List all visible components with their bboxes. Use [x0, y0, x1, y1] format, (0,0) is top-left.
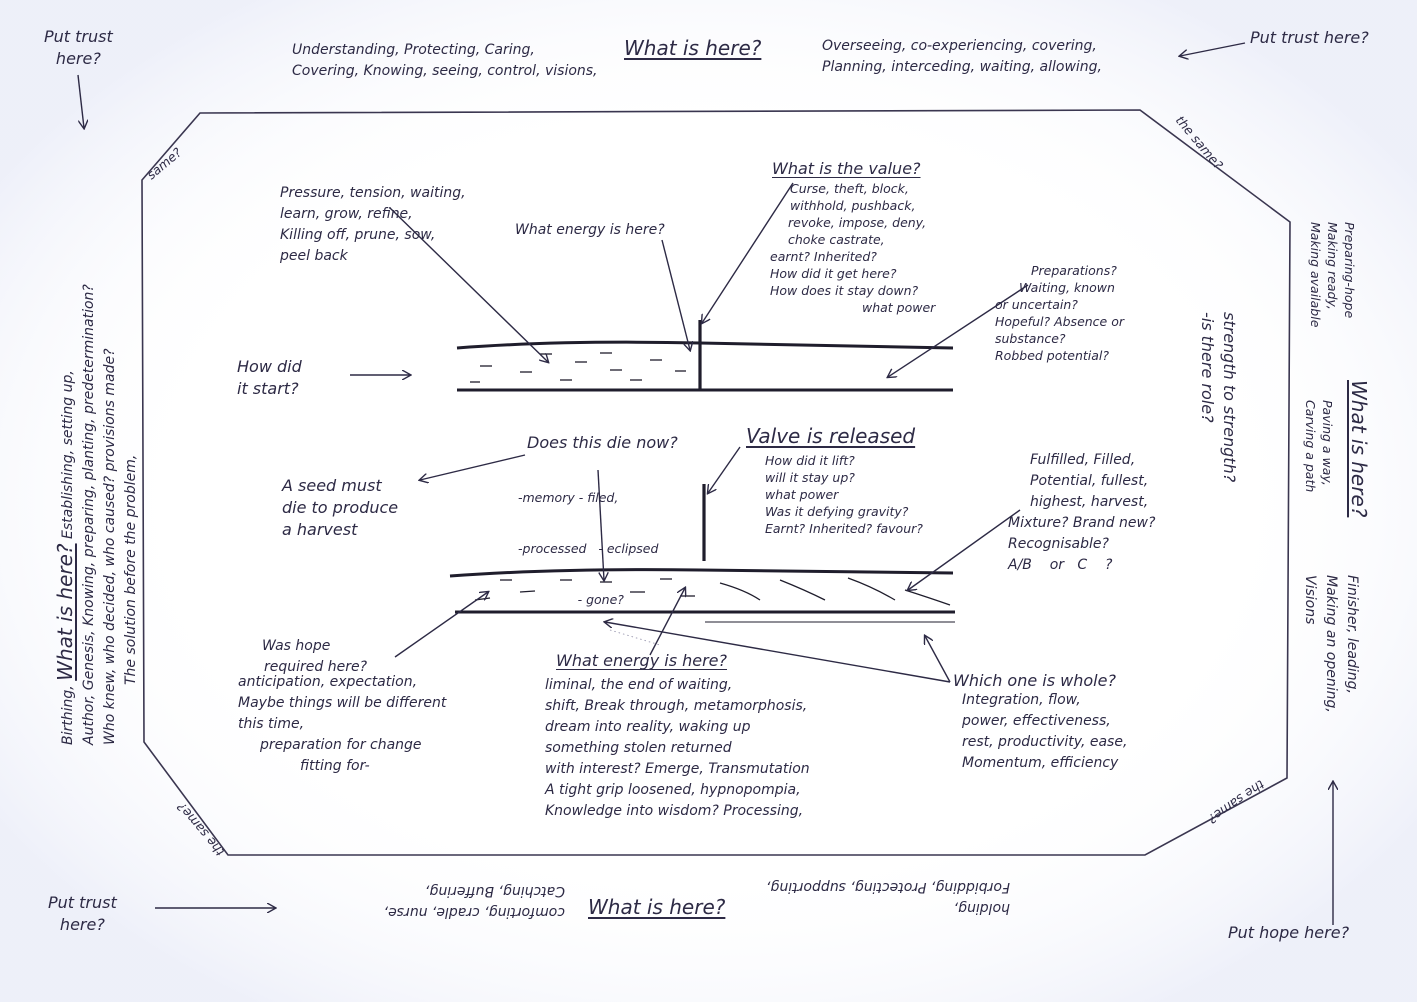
- whole-list: Integration, flow, power, effectiveness,…: [962, 692, 1128, 771]
- whole-question: Which one is whole?: [953, 671, 1116, 690]
- bottom-left-list: comforting, cradle, nurse, Catching, Buf…: [383, 883, 565, 920]
- preparations-list: Preparations? Waiting, known or uncertai…: [995, 263, 1125, 363]
- upper-energy-question: What energy is here?: [515, 222, 665, 238]
- hope-bottom-right: Put hope here?: [1228, 923, 1350, 942]
- die-question: Does this die now?: [527, 433, 678, 452]
- trust-top-right: Put trust here?: [1250, 28, 1369, 47]
- trust-top-left: Put trust here?: [44, 27, 113, 68]
- fulfilled-list: Fulfilled, Filled, Potential, fullest, h…: [1008, 452, 1156, 573]
- right-top-list: Preparing-hope Making ready, Making avai…: [1308, 222, 1357, 328]
- value-question: What is the value?: [772, 159, 921, 178]
- lower-energy-list: liminal, the end of waiting, shift, Brea…: [545, 677, 810, 819]
- left-side-block: Birthing, What is here? Establishing, se…: [53, 284, 139, 745]
- top-left-list: Understanding, Protecting, Caring, Cover…: [292, 42, 598, 79]
- arrows: [77, 42, 1333, 925]
- die-list: -memory - filed, -processed - eclipsed -…: [518, 490, 659, 607]
- left-question: What is here?: [53, 543, 77, 681]
- outer-frame: [141, 109, 1291, 856]
- role-text: -is there role?: [1198, 312, 1217, 423]
- hope-question: Was hope required here?: [262, 638, 368, 675]
- right-mid-list: Paving a way, Carving a path: [1303, 400, 1335, 493]
- top-question: What is here?: [624, 36, 762, 60]
- upper-pipe: [456, 320, 954, 392]
- pressure-list: Pressure, tension, waiting, learn, grow,…: [280, 185, 466, 264]
- bottom-question: What is here?: [588, 895, 726, 919]
- seed-note: A seed must die to produce a harvest: [282, 476, 399, 539]
- trust-bottom-left: Put trust here?: [48, 893, 117, 934]
- right-question: What is here?: [1347, 380, 1371, 518]
- start-question: How did it start?: [237, 357, 302, 398]
- strength-text: strength to strength?: [1220, 312, 1239, 483]
- bottom-right-list: holding, Forbidding, Protecting, support…: [766, 879, 1010, 916]
- right-bottom-list: Finisher, leading, Making an opening, Vi…: [1302, 575, 1360, 713]
- valve-released-title: Valve is released: [746, 424, 916, 448]
- hope-list: anticipation, expectation, Maybe things …: [238, 674, 447, 774]
- lower-energy-question: What energy is here?: [556, 651, 728, 670]
- lift-list: How did it lift? will it stay up? what p…: [765, 453, 923, 536]
- top-right-list: Overseeing, co-experiencing, covering, P…: [822, 38, 1103, 75]
- value-list: Curse, theft, block, withhold, pushback,…: [770, 181, 936, 315]
